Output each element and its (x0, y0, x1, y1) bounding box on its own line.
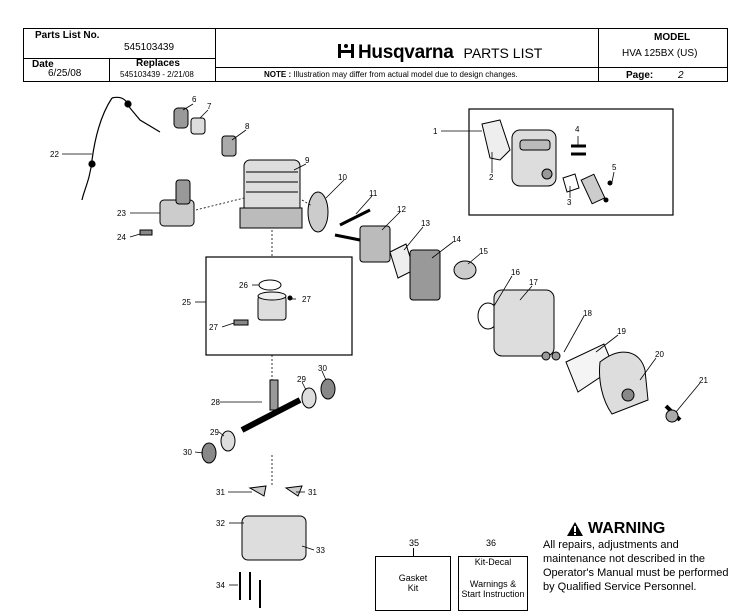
carburetor-parts (307, 191, 477, 301)
decal-kit-line2: Start Instruction (461, 589, 525, 599)
ignition-coil (139, 179, 195, 236)
callout-32: 32 (216, 519, 225, 528)
air-filter-parts (477, 289, 682, 423)
callout-27b: 27 (209, 323, 218, 332)
callout-27a: 27 (302, 295, 311, 304)
brand-name: Husqvarna (358, 42, 454, 63)
callout-29b: 29 (210, 428, 219, 437)
assembly-guide-lines (195, 197, 313, 486)
callout-21: 21 (699, 376, 708, 385)
small-fittings (173, 107, 237, 157)
callout-labels: 1 2 3 4 5 6 7 8 9 10 11 12 13 14 15 16 1… (50, 95, 708, 590)
page-label: Page: (626, 70, 654, 81)
gasket-kit-line2: Kit (407, 583, 419, 593)
warning-title: WARNING (588, 520, 666, 537)
muffler-assembly (481, 119, 613, 205)
callout-10: 10 (338, 173, 347, 182)
parts-list-no: 545103439 (124, 42, 175, 53)
callout-6: 6 (192, 95, 197, 104)
piston-inset-box (205, 256, 353, 356)
page-number: 2 (678, 70, 684, 81)
callout-13: 13 (421, 219, 430, 228)
callout-30a: 30 (318, 364, 327, 373)
callout-9: 9 (305, 156, 310, 165)
callout-34: 34 (216, 581, 225, 590)
replaces-value: 545103439 - 2/21/08 (120, 70, 194, 79)
callout-33: 33 (316, 546, 325, 555)
decal-kit-title: Kit-Decal (474, 557, 512, 567)
callout-18: 18 (583, 309, 592, 318)
callout-30b: 30 (183, 448, 192, 457)
callout-4: 4 (575, 125, 580, 134)
callout-12: 12 (397, 205, 406, 214)
warning-triangle-icon (567, 522, 583, 536)
decal-kit-line1: Warnings & (469, 579, 517, 589)
crankshaft-assembly (201, 378, 336, 464)
gasket-kit-leader (413, 548, 414, 556)
callout-2: 2 (489, 173, 494, 182)
replaces-label: Replaces (136, 58, 180, 69)
gasket-kit-number: 35 (409, 538, 420, 548)
callout-15: 15 (479, 247, 488, 256)
gasket-kit-box: Gasket Kit (375, 556, 451, 611)
parts-list-no-label: Parts List No. (35, 30, 100, 41)
callout-31b: 31 (308, 488, 317, 497)
warning-text: All repairs, adjustments and maintenance… (543, 539, 729, 593)
callout-14: 14 (452, 235, 461, 244)
ignition-lead (81, 96, 161, 201)
callout-11: 11 (369, 189, 378, 198)
piston-kit (233, 279, 293, 326)
callout-25: 25 (182, 298, 191, 307)
cylinder (239, 159, 303, 229)
model-label: MODEL (654, 32, 691, 43)
warning-heading: WARNING (566, 520, 665, 538)
model-value: HVA 125BX (US) (622, 48, 698, 59)
callout-7: 7 (207, 102, 212, 111)
callout-24: 24 (117, 233, 126, 242)
gasket-kit-line1: Gasket (398, 573, 428, 583)
husqvarna-crown-icon (338, 44, 354, 58)
design-note: NOTE : Illustration may differ from actu… (264, 70, 518, 79)
muffler-inset-box (468, 108, 674, 216)
callout-3: 3 (567, 198, 572, 207)
crankcase (239, 485, 307, 608)
callout-19: 19 (617, 327, 626, 336)
callout-5: 5 (612, 163, 617, 172)
date-value: 6/25/08 (48, 68, 82, 79)
header-table: Parts List No. 545103439 Date 6/25/08 Re… (23, 28, 728, 82)
callout-22: 22 (50, 150, 59, 159)
callout-31a: 31 (216, 488, 225, 497)
callout-23: 23 (117, 209, 126, 218)
note-label: NOTE : (264, 70, 292, 79)
callout-26: 26 (239, 281, 248, 290)
brand-logo: Husqvarna PARTS LIST (336, 38, 542, 64)
exploded-parts-diagram: 1 2 3 4 5 6 7 8 9 10 11 12 13 14 15 16 1… (50, 95, 708, 608)
callout-1: 1 (433, 127, 438, 136)
decal-kit-number: 36 (486, 538, 497, 548)
callout-17: 17 (529, 278, 538, 287)
callout-29a: 29 (297, 375, 306, 384)
note-text: Illustration may differ from actual mode… (293, 70, 518, 79)
date-label: Date (32, 59, 54, 70)
callout-leaders (62, 103, 701, 586)
callout-8: 8 (245, 122, 250, 131)
callout-20: 20 (655, 350, 664, 359)
callout-28: 28 (211, 398, 220, 407)
callout-16: 16 (511, 268, 520, 277)
brand-subtitle: PARTS LIST (463, 45, 543, 61)
decal-kit-box: Kit-Decal Warnings & Start Instruction (458, 556, 528, 611)
